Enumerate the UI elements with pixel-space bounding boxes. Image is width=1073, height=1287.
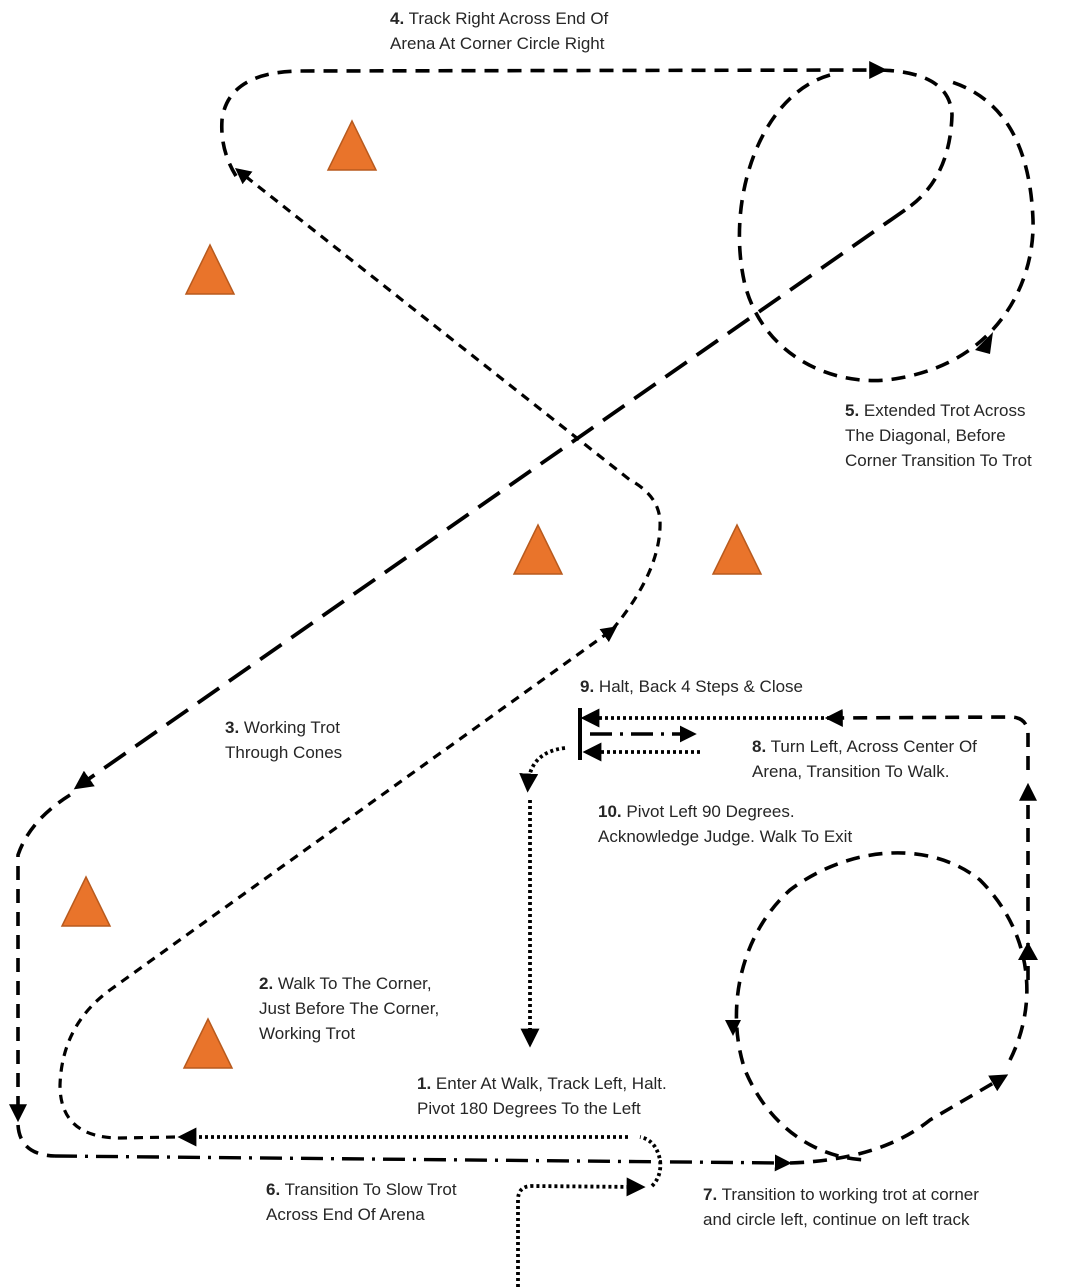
- cone-marker: [326, 119, 378, 171]
- path-entry: [516, 1177, 646, 1287]
- step-number: 10.: [598, 802, 622, 821]
- step-text: Walk To The Corner,Just Before The Corne…: [259, 974, 440, 1043]
- step-text: Pivot Left 90 Degrees.Acknowledge Judge.…: [598, 802, 853, 846]
- arrowhead: [975, 332, 993, 354]
- cone-marker: [512, 523, 564, 575]
- path-slow-trot: [54, 1154, 792, 1172]
- step-number: 8.: [752, 737, 767, 756]
- step-2-label: 2. Walk To The Corner,Just Before The Co…: [259, 971, 439, 1046]
- arrowhead: [1018, 942, 1038, 960]
- step-number: 1.: [417, 1074, 432, 1093]
- step-number: 7.: [703, 1185, 718, 1204]
- step-9-label: 9. Halt, Back 4 Steps & Close: [580, 674, 803, 699]
- path-extended-trot: [73, 208, 907, 790]
- path-turn-left: [824, 708, 1030, 770]
- path-side-down: [9, 793, 71, 1123]
- step-number: 6.: [266, 1180, 281, 1199]
- path-corner-trot: [58, 626, 618, 1140]
- cones: [60, 119, 763, 1069]
- step-number: 4.: [390, 9, 405, 28]
- path-corner-diag: [789, 1074, 1009, 1165]
- step-10-label: 10. Pivot Left 90 Degrees.Acknowledge Ju…: [598, 799, 852, 849]
- step-text: Halt, Back 4 Steps & Close: [598, 677, 804, 696]
- circle-left: [734, 851, 1029, 1162]
- step-number: 5.: [845, 401, 860, 420]
- path-track-right: [219, 61, 888, 177]
- circle-right: [737, 73, 1035, 383]
- step-text: Enter At Walk, Track Left, Halt.Pivot 18…: [417, 1074, 667, 1118]
- path-through-cones: [234, 168, 662, 632]
- path-pivot: [639, 1135, 663, 1188]
- step-number: 3.: [225, 718, 240, 737]
- step-number: 9.: [580, 677, 595, 696]
- path-corner-bottom-left: [16, 1124, 56, 1158]
- cone-marker: [60, 875, 112, 927]
- cone-marker: [184, 243, 236, 295]
- step-number: 2.: [259, 974, 274, 993]
- path-pivot-exit: [519, 746, 566, 793]
- path-circle-right: [879, 68, 954, 212]
- cone-marker: [182, 1017, 234, 1069]
- cone-marker: [711, 523, 763, 575]
- arrowhead: [725, 1020, 741, 1036]
- step-1-label: 1. Enter At Walk, Track Left, Halt.Pivot…: [417, 1071, 667, 1121]
